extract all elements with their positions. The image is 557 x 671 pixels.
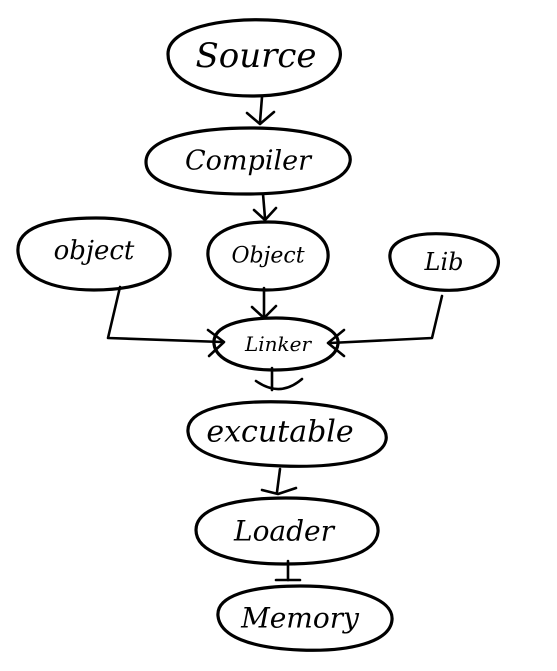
node-label-loader: Loader [233,515,336,548]
edge-object-left-to-linker [106,285,226,358]
node-linker: Linker [212,316,340,372]
edge-linker-to-executable [254,366,304,392]
node-label-lib: Lib [424,248,464,276]
node-label-linker: Linker [244,332,313,356]
node-source: Source [166,18,342,98]
node-label-object-center: Object [231,244,304,269]
edge-object-center-to-linker [250,286,278,320]
node-label-compiler: Compiler [185,146,313,177]
node-memory: Memory [216,584,394,652]
nodes: Source Compiler object Object Lib Linker [16,18,500,652]
node-lib: Lib [388,232,500,292]
node-object-center: Object [206,220,330,292]
node-object-left: object [16,216,172,292]
node-label-source: Source [195,36,316,76]
node-label-executable: excutable [206,415,353,450]
node-label-memory: Memory [240,602,360,635]
edge-lib-to-linker [326,294,444,358]
edges [106,95,444,582]
edge-compiler-to-object-center [252,192,278,222]
edge-executable-to-loader [260,467,298,496]
edge-source-to-compiler [245,95,276,126]
node-compiler: Compiler [144,126,352,196]
node-label-object-left: object [54,236,135,266]
node-loader: Loader [194,496,380,566]
node-executable: excutable [186,400,388,468]
